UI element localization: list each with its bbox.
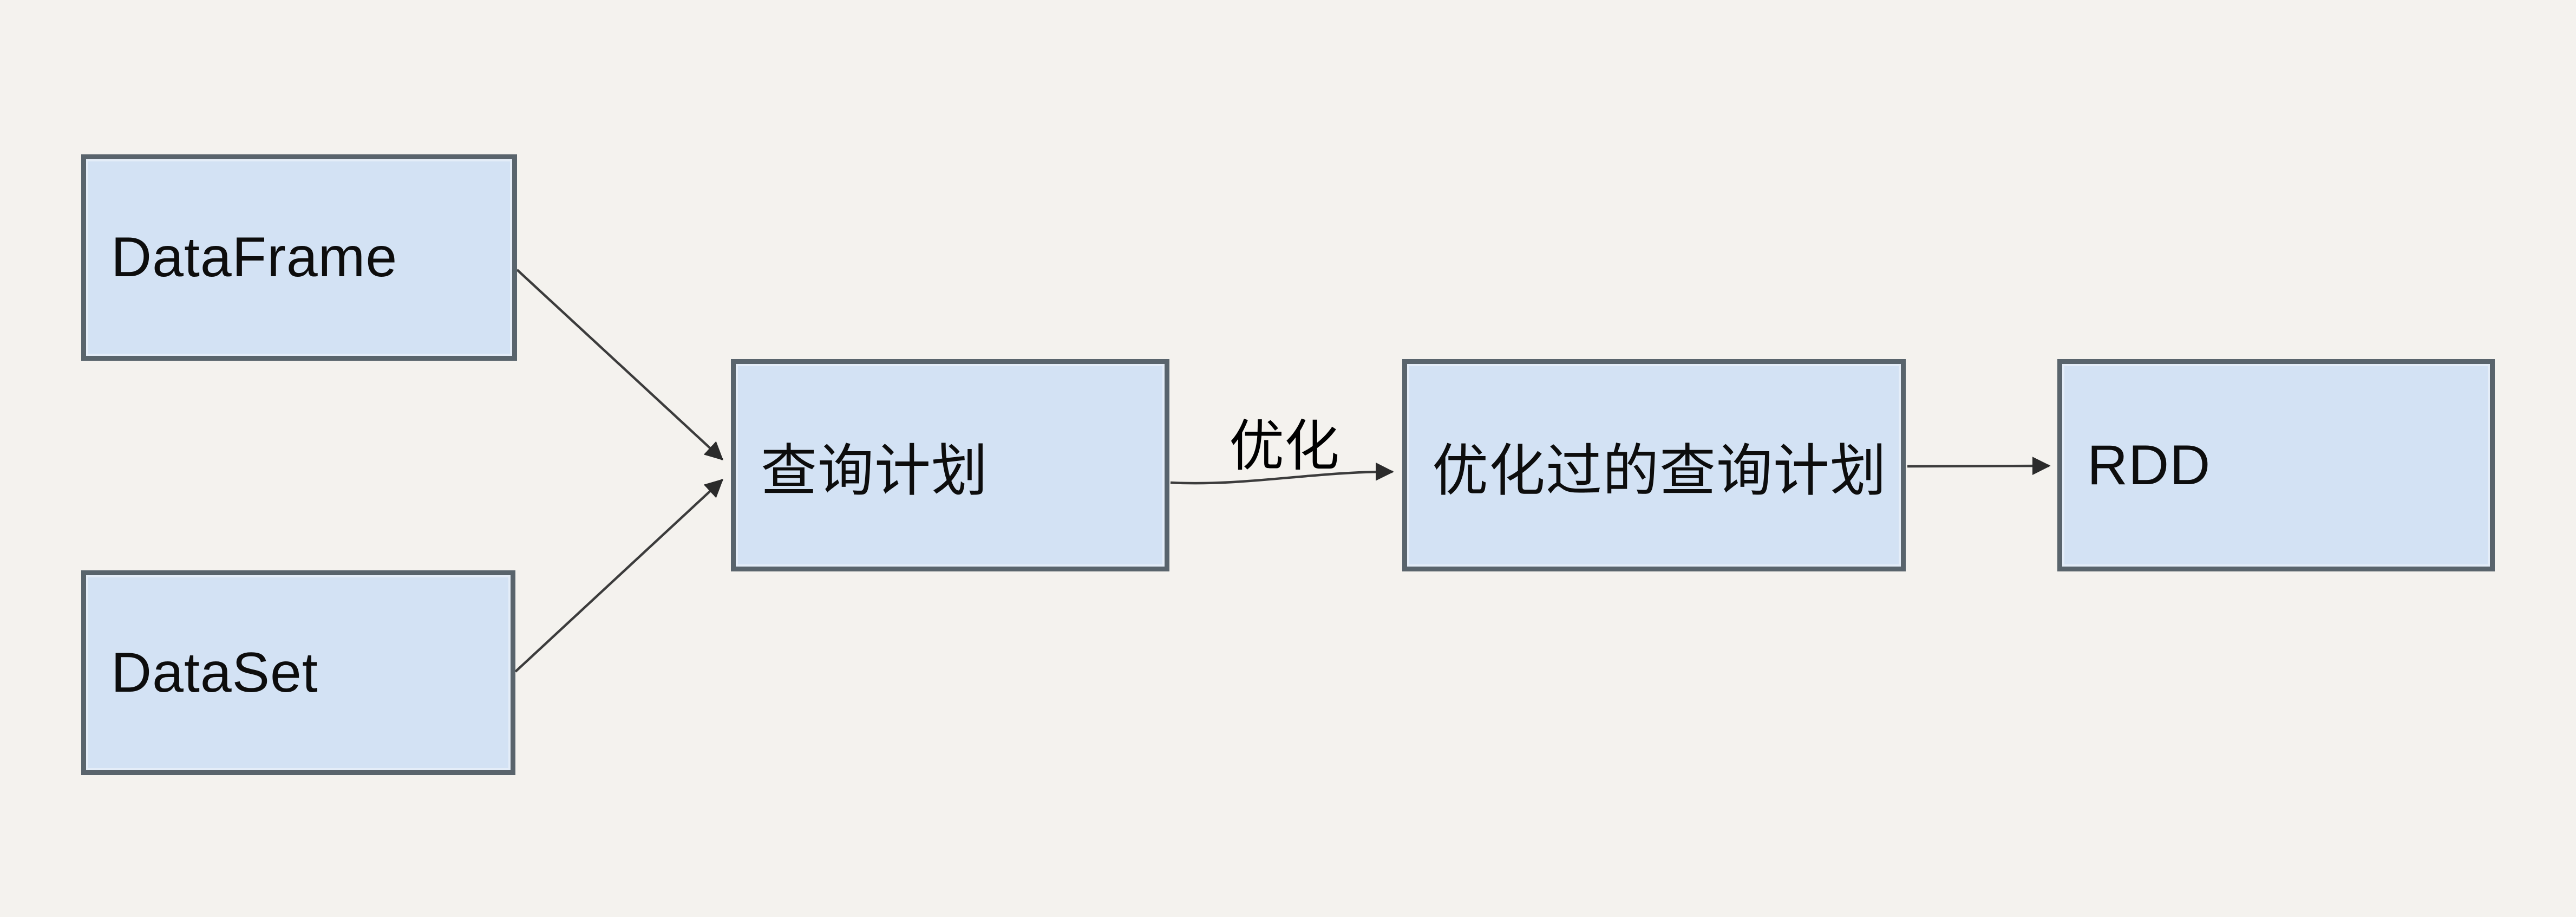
edge-query-plan-to-optimized	[1170, 462, 1394, 485]
node-optimized-query-plan-label: 优化过的查询计划	[1432, 439, 1887, 503]
node-dataset-label: DataSet	[111, 641, 318, 704]
node-optimized-query-plan: 优化过的查询计划	[1402, 359, 1906, 571]
edge-label-optimize: 优化	[1229, 415, 1339, 477]
node-dataframe-label: DataFrame	[111, 226, 398, 289]
edge-dataset-to-query-plan	[514, 479, 723, 673]
edge-dataframe-to-query-plan	[516, 269, 723, 460]
node-dataframe: DataFrame	[81, 154, 517, 361]
node-query-plan: 查询计划	[731, 359, 1169, 571]
node-rdd: RDD	[2057, 359, 2495, 571]
node-query-plan-label: 查询计划	[761, 439, 989, 503]
node-dataset: DataSet	[81, 570, 515, 775]
node-rdd-label: RDD	[2087, 433, 2211, 497]
